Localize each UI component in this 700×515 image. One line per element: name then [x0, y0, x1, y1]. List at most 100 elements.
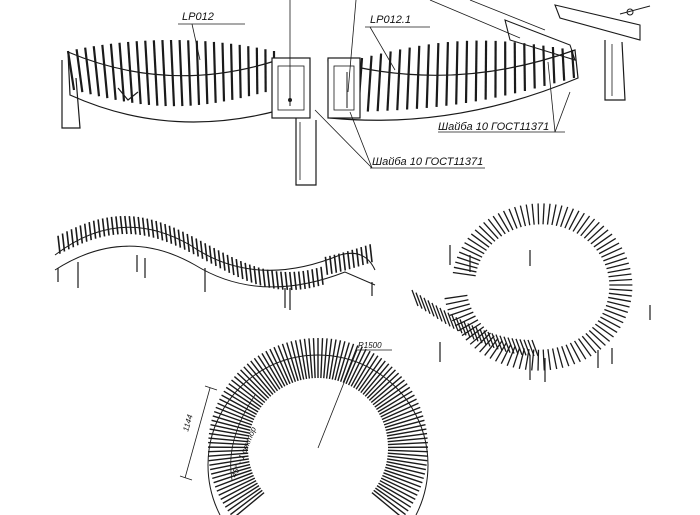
slat	[598, 242, 620, 255]
slat	[288, 271, 293, 291]
slat	[199, 240, 204, 259]
slat	[379, 394, 415, 415]
slat	[551, 46, 556, 84]
slat	[83, 223, 88, 242]
slat	[577, 338, 592, 357]
slat	[362, 363, 390, 395]
slat	[556, 347, 564, 368]
slat	[507, 337, 515, 354]
slat	[187, 40, 192, 106]
slat	[306, 270, 311, 289]
slat	[596, 237, 617, 251]
slat	[479, 328, 487, 346]
slat	[124, 215, 128, 235]
slat	[551, 204, 557, 226]
slat	[334, 341, 346, 381]
slat	[70, 229, 75, 248]
slat	[606, 262, 629, 270]
slat	[581, 335, 597, 354]
slat	[479, 335, 495, 353]
slat	[152, 40, 159, 106]
slat	[141, 217, 146, 236]
slat	[382, 474, 420, 492]
slat	[235, 259, 240, 278]
ring-outer-edge	[207, 354, 429, 515]
slat	[369, 244, 373, 263]
slat	[132, 216, 137, 235]
slat	[248, 264, 253, 283]
s-bench-legs	[57, 255, 373, 310]
slat	[265, 350, 286, 387]
ring-bench-plan: R1500 1144 45° - 1 сектор	[179, 338, 429, 515]
slat	[311, 269, 315, 288]
slat	[212, 466, 251, 480]
slat	[387, 432, 428, 440]
slat	[208, 245, 213, 264]
slat	[213, 247, 217, 267]
slat	[360, 360, 386, 394]
right-section-slats	[356, 40, 576, 113]
slat	[376, 386, 411, 411]
slat	[603, 252, 625, 262]
slat	[497, 213, 510, 233]
slat	[607, 300, 630, 308]
slat	[519, 205, 527, 227]
slat	[600, 316, 621, 329]
slat	[350, 350, 371, 387]
slat	[118, 42, 126, 102]
slat	[253, 357, 279, 392]
right-section-frame	[327, 49, 579, 121]
slat	[609, 278, 633, 282]
slat	[222, 482, 258, 504]
slat	[101, 218, 106, 237]
slat	[357, 357, 383, 392]
slat	[588, 330, 606, 346]
slat	[66, 231, 70, 250]
slat	[250, 360, 276, 394]
slat	[467, 237, 487, 251]
slat	[447, 303, 470, 311]
slat	[212, 41, 217, 103]
slat	[387, 437, 428, 443]
slat	[396, 49, 402, 111]
slat	[425, 44, 430, 108]
far-right-bracket	[504, 4, 651, 101]
slat	[605, 304, 629, 313]
slat	[592, 326, 611, 342]
slat	[383, 472, 422, 488]
slat	[371, 492, 401, 515]
slat	[233, 376, 266, 404]
slat	[277, 345, 294, 383]
slat	[150, 219, 155, 238]
slat	[240, 369, 270, 399]
slat	[210, 423, 250, 434]
slat	[385, 463, 426, 475]
slat	[303, 338, 311, 379]
slat	[333, 254, 338, 273]
slat	[573, 340, 587, 360]
slat	[569, 342, 581, 363]
slat	[215, 406, 254, 423]
slat	[328, 339, 337, 380]
slat	[216, 474, 254, 492]
slat	[211, 419, 251, 432]
slat	[487, 331, 495, 349]
slat	[217, 250, 222, 269]
slat	[308, 338, 313, 379]
slat	[173, 227, 177, 246]
slat	[439, 307, 447, 325]
slat	[464, 242, 485, 255]
slat	[219, 398, 256, 418]
slat	[168, 225, 173, 244]
slat	[271, 270, 275, 289]
slat	[119, 215, 124, 235]
slat	[531, 339, 539, 357]
slat	[463, 321, 471, 338]
slat	[374, 383, 408, 408]
slat	[195, 40, 201, 106]
slat	[474, 40, 478, 102]
dimension-lines	[179, 349, 392, 481]
slat	[508, 208, 518, 229]
slat	[483, 222, 499, 240]
slat	[320, 338, 324, 379]
